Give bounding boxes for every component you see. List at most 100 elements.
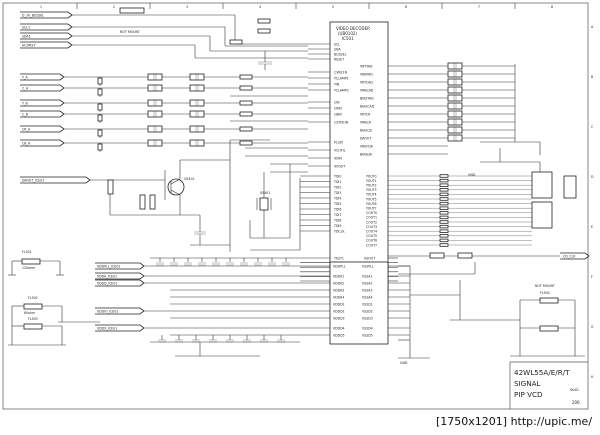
ic-power-pin-label: VDDD2 xyxy=(333,309,345,313)
filter-fl505 xyxy=(539,325,559,332)
ic-power-pin-label: VDDA3 xyxy=(333,288,344,292)
ic-right-pin-label: VRBCR xyxy=(360,120,372,124)
ic-left-pin-label: VCOFIL xyxy=(334,148,346,152)
resistor-r5043 xyxy=(229,39,243,45)
vdda-input-label: VDDA_ICE01 xyxy=(97,275,117,279)
ic-left-pin-label: YCLAMP1 xyxy=(334,76,349,80)
ic-data-out-pin-label: COUT3 xyxy=(366,225,377,229)
daout-input-label: DAOUT_ICE01 xyxy=(22,179,44,183)
column-label-top: 4 xyxy=(259,5,261,9)
ic-test-data-pin-label: TDI1 xyxy=(333,180,341,184)
input-cap-box-b xyxy=(189,110,205,118)
decoupling-caps-top xyxy=(156,258,290,266)
title-id: SK4D xyxy=(570,388,579,392)
ic-right-pins: VRTYADVRBYADVRTCADVRBCADBIASYADBIASCADVR… xyxy=(360,64,448,156)
filter-fl504 xyxy=(539,297,559,304)
ic-left-pin-label: CRIN xyxy=(334,106,342,110)
ic-test-data-pin-label: TDI9 xyxy=(333,224,341,228)
crystal-x5401 xyxy=(259,197,269,211)
row-label-right: B xyxy=(591,75,593,79)
ic-right-pin-label: VRTCR xyxy=(360,112,371,116)
filter-fl501-label: FL501 xyxy=(22,250,32,254)
ic-right-pin-label: DAOUT xyxy=(360,136,371,140)
not-mount-label-top: NOT MOUNT xyxy=(120,30,140,34)
ic-power-pins-right: VSSPLLVSSA1VSSA2VSSA3VSSA4VSSD1VSSD2VSSD… xyxy=(362,264,410,337)
sda-input-label: SDA1 xyxy=(22,35,31,39)
resistor-r5047 xyxy=(107,179,114,195)
ic-test-pin-label: TEST1 xyxy=(333,256,344,260)
input-series-resistor xyxy=(239,74,253,80)
vddd-input-label: VDDD_ICE01 xyxy=(97,282,117,286)
reference-cap-box xyxy=(447,62,463,70)
input-cap-box-b xyxy=(189,73,205,81)
input-cap-box xyxy=(147,84,163,92)
ic-data-out-pin-label: COUT2 xyxy=(366,220,377,224)
ic-test-data-pin-label: TDI0 xyxy=(333,174,341,178)
top-input-lines: D_3V_BUSSEL SCL1 SDA1 HCORST NOT MOUNT xyxy=(20,7,308,70)
filter-fl502 xyxy=(23,303,43,310)
ic-name: VIDEO DECODER xyxy=(336,26,370,31)
title-function: SIGNAL xyxy=(514,379,541,388)
ic-left-pin-label: SDA xyxy=(334,47,341,51)
ic-right-pin-label: BIASYAD xyxy=(360,96,374,100)
ic-data-out-pin-label: YOUT1 xyxy=(366,179,377,183)
input-series-resistor xyxy=(239,100,253,106)
input-series-resistor xyxy=(239,126,253,132)
column-label-top: 8 xyxy=(551,5,553,9)
row-label-right: D xyxy=(591,175,594,179)
reference-cap-box xyxy=(447,126,463,134)
ic-data-out-pin-label: YOUT2 xyxy=(366,184,377,188)
reference-cap-box xyxy=(447,118,463,126)
input-resistors xyxy=(97,74,253,152)
reference-cap-box xyxy=(447,86,463,94)
vclk-output-label: CD_CLK xyxy=(563,255,576,259)
ic-data-out-pin-label: YOUT7 xyxy=(366,207,377,211)
decoupling-caps-bottom xyxy=(158,335,285,343)
ic-ground-pin-label: VSSD3 xyxy=(362,316,373,320)
sheet-border xyxy=(2,2,589,410)
ic-data-out-pin-label: COUT6 xyxy=(366,239,377,243)
row-label-right: H xyxy=(591,375,594,379)
resistor-array-ra502 xyxy=(531,201,553,229)
ic-data-out-pin-label: YOUT0 xyxy=(366,174,377,178)
ic-test-data-pin-label: TDI2 xyxy=(333,185,341,189)
not-mount-label-right: NOT MOUNT xyxy=(535,284,555,288)
title-sheet-name: PIP VCD xyxy=(514,390,543,399)
ic-test-data-pin-label: TDI3 xyxy=(333,191,341,195)
ic-left-pins: SCLSDABUSSELRESETCVBS1NYCLAMP1YINYCLAMP2… xyxy=(308,42,349,168)
watermark-background xyxy=(432,410,600,431)
ic-power-pin-label: VDDA2 xyxy=(333,281,344,285)
ic-left-pin-label: CSYNCIN xyxy=(334,120,349,124)
ic-sync-pin-label: HSOUT xyxy=(364,256,375,260)
resistor-r5046 xyxy=(149,194,156,210)
daout-section: DAOUT_ICE01 Q5401 xyxy=(20,139,270,252)
cr-input-label: CR_A xyxy=(22,128,31,132)
y-b-input-label: Y_B xyxy=(22,102,28,106)
data-damping-resistor xyxy=(439,206,449,210)
input-termination-resistor xyxy=(97,143,103,151)
vclk-output-flag xyxy=(560,252,590,260)
ic-data-out-pins: YOUT0YOUT1YOUT2YOUT3YOUT4YOUT5YOUT6YOUT7… xyxy=(366,174,377,247)
filter-fl501 xyxy=(21,258,41,265)
ic-test-data-pin-label: TDI8 xyxy=(333,218,341,222)
data-damping-resistor xyxy=(439,197,449,201)
input-cap-box-b xyxy=(189,139,205,147)
ic-test-data-pins: TDI0TDI1TDI2TDI3TDI4TDI5TDI6TDI7TDI8TDI9… xyxy=(300,174,345,233)
ic-test-data-pin-label: TDCLK xyxy=(333,229,345,233)
data-damping-resistor xyxy=(439,183,449,187)
scl-input-label: SCL1 xyxy=(22,26,30,30)
ic-data-out-pin-label: COUT5 xyxy=(366,234,377,238)
ic501-power-unit xyxy=(329,261,389,345)
ic-right-pin-label: VRTYAD xyxy=(360,64,373,68)
ic-power-pin-label: VDDA1 xyxy=(333,274,344,278)
filter-fl502-value: 60ohm xyxy=(24,311,35,315)
data-damping-resistor xyxy=(439,188,449,192)
ic-power-pin-label: VDDD1 xyxy=(333,302,345,306)
reference-cap-box xyxy=(447,102,463,110)
transistor-q5401 xyxy=(167,178,185,196)
hcorst-input-label: HCORST xyxy=(22,44,35,48)
resistor-r5045 xyxy=(139,194,146,210)
